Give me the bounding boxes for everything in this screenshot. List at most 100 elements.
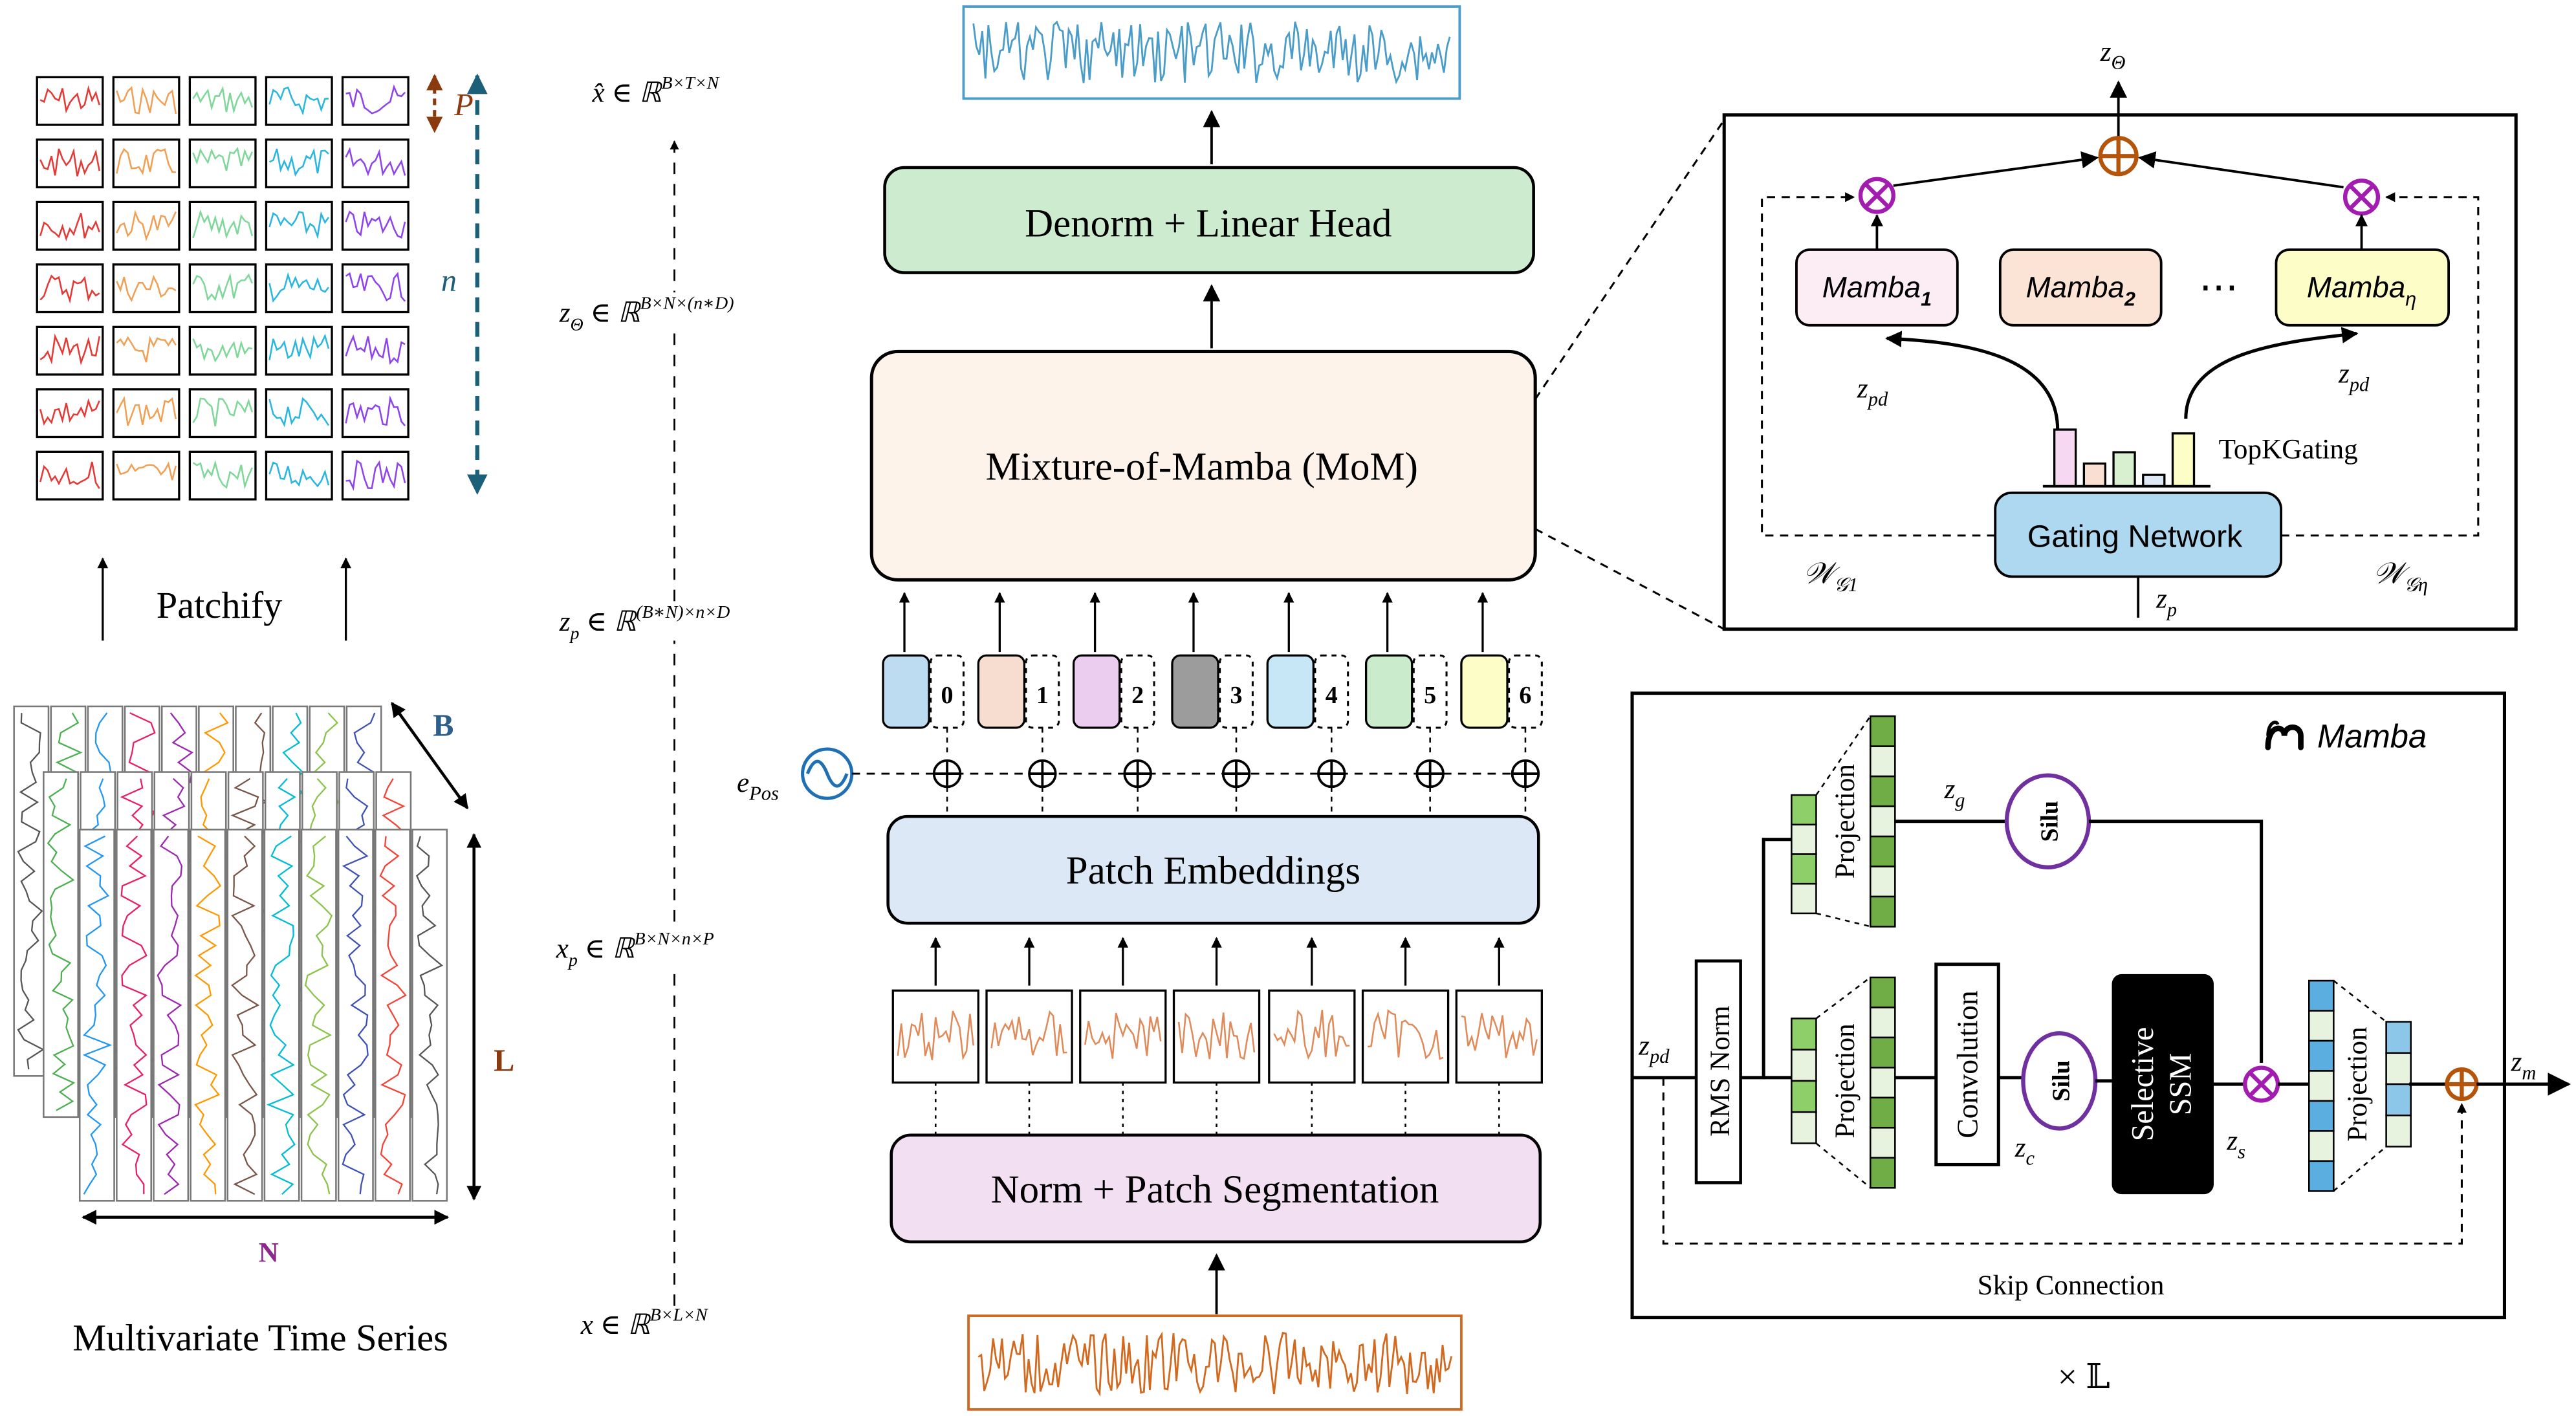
series-strip (263, 829, 300, 1202)
series-strip (116, 829, 152, 1202)
output-projection-label: Projection (2342, 1027, 2373, 1141)
projection-cell (1791, 794, 1817, 826)
series-strip (226, 829, 263, 1202)
patch-signal (39, 274, 100, 304)
selective-ssm-label-2: SSM (2163, 1053, 2198, 1116)
repeat-layers-label: × 𝕃 (2058, 1357, 2110, 1396)
denorm-linear-head-label: Denorm + Linear Head (1025, 202, 1392, 246)
patch-cell (265, 201, 333, 251)
patch-signal (39, 213, 100, 241)
token-embedding (1364, 654, 1414, 729)
topk-bar (2053, 428, 2077, 488)
positional-encoding: ePos (737, 747, 1537, 805)
route-curve-right (2184, 327, 2359, 419)
patch-cell (341, 450, 409, 501)
token-embedding (1460, 654, 1509, 729)
mixture-of-mamba-label: Mixture-of-Mamba (MoM) (985, 446, 1417, 489)
dim-input: x ∈ ℝB×L×N (580, 1305, 765, 1342)
mamba-oplus (2445, 1067, 2479, 1102)
series-signal (379, 836, 407, 1195)
patchify-label: Patchify (157, 584, 283, 626)
selective-ssm-label-1: Selective (2126, 1027, 2160, 1142)
projection-cell (2385, 1021, 2412, 1054)
topk-bar (2112, 451, 2136, 488)
patch-window (891, 989, 979, 1084)
input-signal-box (967, 1314, 1463, 1411)
patch-cell (265, 450, 333, 501)
projection-cell (1791, 1111, 1817, 1144)
series-signal (231, 835, 260, 1195)
series-signal (120, 835, 148, 1195)
lower-projection-block (1791, 976, 1896, 1189)
zoom-line-top (1534, 119, 1725, 400)
lower-projection-label: Projection (1830, 1023, 1861, 1138)
patch-cell (265, 388, 333, 439)
expert-mamba-n (2275, 248, 2450, 327)
patch-signal (192, 397, 254, 427)
projection-cell (1869, 745, 1896, 778)
svg-text:x ∈ ℝB×L×N: x ∈ ℝB×L×N (580, 1305, 708, 1340)
topk-gating-label: TopKGating (2219, 435, 2358, 465)
patch-signal (116, 335, 177, 363)
projection-cell (1869, 1096, 1896, 1129)
batch-label: B (433, 709, 453, 743)
mamba-title: Mamba (2317, 717, 2427, 754)
patch-window-signal (990, 1010, 1067, 1056)
otimes-b (2348, 184, 2375, 210)
projection-cell (1869, 866, 1896, 898)
patch-signal (39, 461, 100, 489)
projection-cell (1791, 823, 1817, 855)
upper-silu-label: Silu (2036, 801, 2064, 842)
output-projection-block (2308, 979, 2412, 1192)
convolution-block (1934, 963, 2000, 1167)
patch-grid (36, 76, 409, 501)
patch-signal (39, 333, 100, 365)
projection-cell (1791, 882, 1817, 915)
patch-signal (39, 85, 100, 114)
moe-otimes-right (2342, 179, 2381, 216)
token-position-slot (930, 654, 965, 729)
projection-cell (1869, 805, 1896, 838)
dim-output: x̂ ∈ ℝB×T×N (592, 72, 776, 109)
dim-z-theta: zΘ ∈ ℝB×N×(n∗D) (559, 292, 823, 334)
series-signal (342, 835, 369, 1195)
projection-cell (2385, 1083, 2412, 1116)
patch-cell (112, 325, 180, 376)
patch-signal (345, 84, 406, 114)
rms-norm-block (1694, 959, 1742, 1184)
token-index: 3 (1230, 682, 1242, 709)
gating-weight-path-right (2281, 192, 2480, 537)
mamba-output-label: zm (2511, 1047, 2537, 1084)
patch-signal (268, 333, 330, 360)
patch-cell (188, 263, 257, 314)
projection-cell (2308, 1130, 2335, 1162)
topk-bar-chart (2042, 428, 2210, 488)
patch-signal (116, 86, 177, 114)
projection-cell (1791, 853, 1817, 885)
projection-cell (1791, 1018, 1817, 1051)
topk-bar (2142, 474, 2166, 488)
token-position-slot (1025, 654, 1060, 729)
projection-cell (1869, 835, 1896, 867)
token-index: 5 (1424, 682, 1436, 709)
patch-window-signal (1367, 1008, 1444, 1060)
token-index: 6 (1519, 682, 1531, 709)
patch-cell (36, 263, 104, 314)
mixture-of-mamba-block (869, 349, 1537, 582)
series-strip (78, 829, 115, 1202)
route-curve-left (1885, 331, 2060, 431)
patch-signal (345, 459, 406, 491)
patch-signal (116, 461, 177, 481)
token-index: 0 (941, 682, 954, 709)
projection-cell (2308, 1100, 2335, 1132)
expert-mamba-1 (1795, 248, 1959, 327)
patch-signal (345, 272, 406, 302)
series-signal (304, 835, 333, 1195)
denorm-linear-head-block (883, 166, 1535, 274)
arrow-otimes-left-to-oplus (1893, 151, 2099, 187)
svg-text:x̂ ∈ ℝB×T×N: x̂ ∈ ℝB×T×N (592, 73, 720, 108)
patch-signal (39, 147, 100, 177)
moe-output-label: zΘ (2100, 37, 2126, 74)
norm-patch-segmentation-label: Norm + Patch Segmentation (991, 1168, 1439, 1212)
